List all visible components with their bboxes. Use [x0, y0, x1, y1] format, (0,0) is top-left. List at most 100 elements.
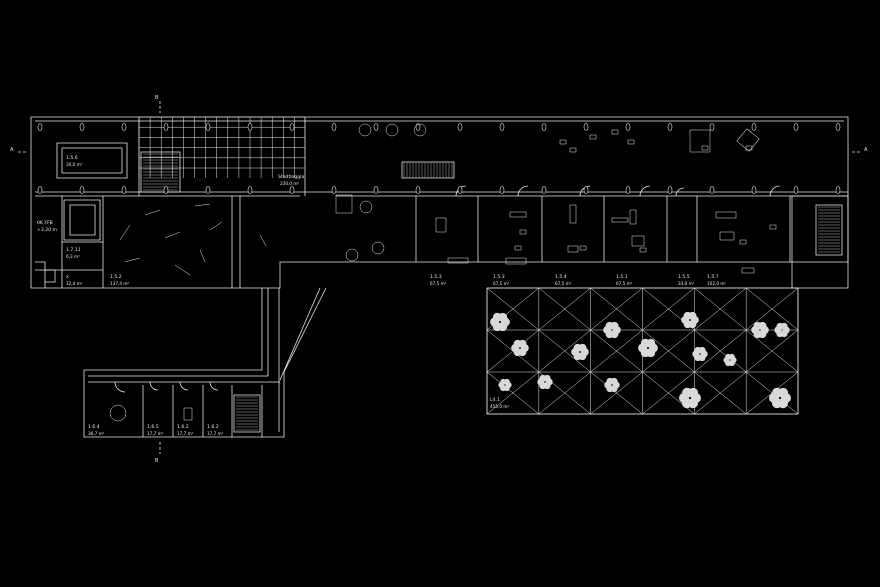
- court-diagonal: [746, 287, 799, 331]
- room-area: 33,0 m²: [678, 281, 695, 286]
- south-room-door-arcs: [114, 381, 219, 393]
- round-table: [109, 404, 127, 422]
- room-number: 1.6.2: [177, 424, 189, 430]
- column: [541, 186, 547, 194]
- column: [415, 186, 421, 194]
- room-number: 1.6.2: [207, 424, 219, 430]
- tree-cluster: [610, 377, 618, 385]
- room-area: 36,7 m²: [88, 431, 105, 436]
- column: [79, 123, 85, 131]
- tree-cluster: [518, 339, 527, 348]
- west-core: [63, 199, 101, 241]
- bench: [194, 203, 211, 207]
- column: [835, 123, 841, 131]
- tree-cluster: [728, 353, 735, 360]
- court-diagonal: [642, 371, 695, 415]
- chair: [611, 129, 619, 135]
- stair-treads: [143, 153, 840, 431]
- column: [793, 123, 799, 131]
- desk: [569, 204, 577, 224]
- room-number: 1.6.5: [147, 424, 159, 430]
- section-mark-b-north: B: [155, 95, 159, 101]
- column: [331, 186, 337, 194]
- connector-inner-line: [88, 287, 321, 432]
- tree-canopy: [345, 248, 359, 262]
- tree-canopy: [371, 241, 385, 255]
- bench: [174, 264, 191, 276]
- stadtloggia-grid: [138, 116, 305, 178]
- level-note-line2: +3,20 m: [37, 227, 58, 233]
- room-number: L4.1: [490, 397, 500, 403]
- column: [667, 123, 673, 131]
- chair: [627, 139, 635, 145]
- room-number: 1.5.2: [110, 274, 122, 280]
- stair-north-open: [401, 161, 455, 179]
- room-area: 137,4 m²: [110, 281, 129, 286]
- column: [373, 123, 379, 131]
- desk: [505, 257, 527, 265]
- column: [667, 186, 673, 194]
- column: [289, 123, 295, 131]
- column: [163, 123, 169, 131]
- room-area: 6,3 m²: [66, 254, 80, 259]
- room-area: 102,0 m²: [707, 281, 726, 286]
- chair: [639, 247, 647, 253]
- column: [205, 123, 211, 131]
- chair: [769, 224, 777, 230]
- table: [689, 129, 711, 153]
- section-mark-b-south: B: [155, 458, 159, 464]
- court-diagonal: [590, 371, 643, 415]
- desk: [631, 235, 645, 247]
- tree-cluster: [498, 312, 508, 322]
- room-number: 1.7.11: [66, 247, 81, 253]
- chair: [514, 245, 522, 251]
- bench: [259, 234, 267, 247]
- room-number: 1.5.3: [493, 274, 505, 280]
- column: [625, 123, 631, 131]
- room-area: 455,0 m²: [490, 404, 509, 409]
- room-number: Stadtloggia: [278, 174, 304, 180]
- column: [121, 186, 127, 194]
- facade-columns: [37, 123, 841, 194]
- room-area: 230,0 m²: [280, 181, 299, 186]
- stair-south: [233, 394, 261, 433]
- tree-cluster: [780, 322, 788, 330]
- room-area: 30,0 m²: [66, 162, 83, 167]
- column: [331, 123, 337, 131]
- court-diagonal: [590, 329, 643, 373]
- tree-canopy: [413, 123, 427, 137]
- column: [499, 186, 505, 194]
- court-diagonal: [694, 287, 747, 331]
- column: [121, 123, 127, 131]
- column: [415, 123, 421, 131]
- column: [709, 186, 715, 194]
- chair: [589, 134, 597, 140]
- tree-canopy: [385, 123, 399, 137]
- court-diagonal: [694, 371, 747, 415]
- column: [751, 186, 757, 194]
- section-mark-a-west: A: [10, 147, 14, 153]
- court-diagonal: [642, 287, 695, 331]
- kiosk: [335, 194, 353, 214]
- column: [457, 123, 463, 131]
- column: [709, 123, 715, 131]
- column: [79, 186, 85, 194]
- column: [583, 186, 589, 194]
- chair: [701, 145, 709, 151]
- tree-cluster: [610, 321, 619, 330]
- column: [373, 186, 379, 194]
- chair: [739, 239, 747, 245]
- tree-cluster: [578, 343, 587, 352]
- desk: [567, 245, 579, 253]
- room-number: 1.5.7: [707, 274, 719, 280]
- column: [247, 186, 253, 194]
- desk: [719, 231, 735, 241]
- room-area: 17,7 m²: [147, 431, 164, 436]
- desk: [447, 257, 469, 264]
- room-area: 17,7 m²: [207, 431, 224, 436]
- tree-cluster: [646, 338, 656, 348]
- court-diagonal: [538, 329, 591, 373]
- level-note-line1: 0K FFB: [37, 220, 53, 226]
- column: [835, 186, 841, 194]
- desk: [509, 211, 527, 218]
